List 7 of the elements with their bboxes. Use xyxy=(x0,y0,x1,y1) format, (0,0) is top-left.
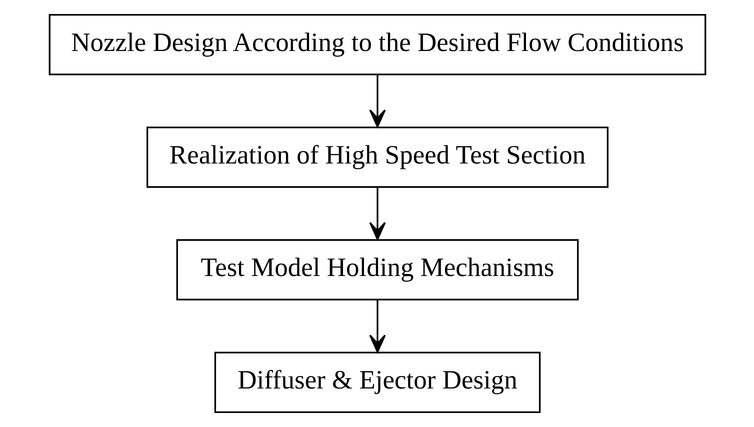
arrow xyxy=(368,300,386,353)
node-box: Nozzle Design According to the Desired Flow Conditions xyxy=(48,14,706,76)
node-box: Realization of High Speed Test Section xyxy=(146,126,608,188)
node-box: Test Model Holding Mechanisms xyxy=(176,239,578,300)
node-box: Diffuser & Ejector Design xyxy=(214,352,540,414)
arrow xyxy=(368,74,386,128)
arrow xyxy=(368,188,386,240)
